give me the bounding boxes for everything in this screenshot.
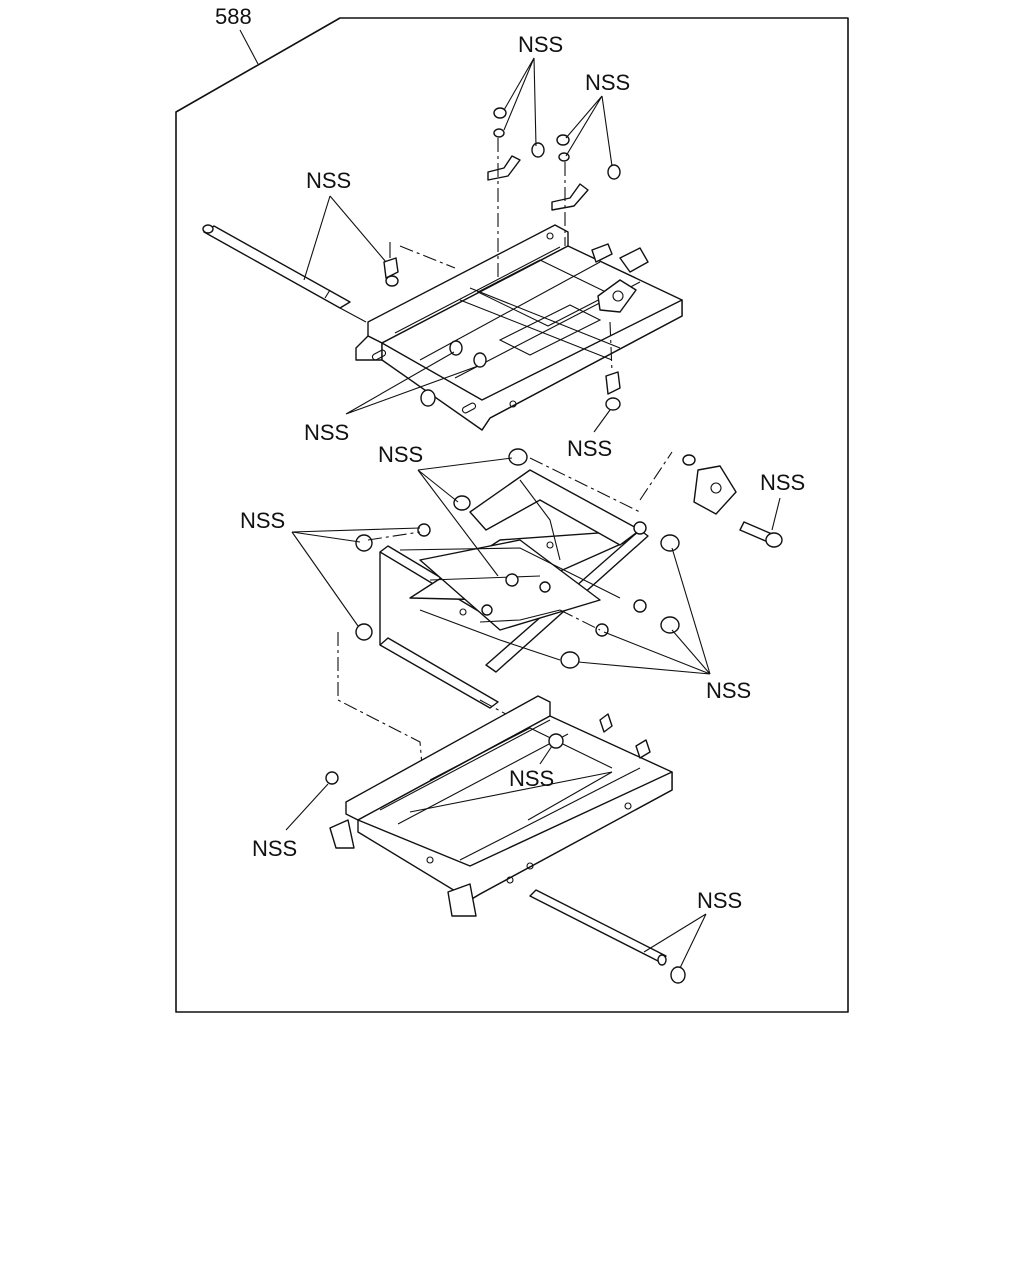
svg-text:NSS: NSS <box>697 888 742 913</box>
callout-nss-3: NSS <box>303 168 387 281</box>
callout-nss-9: NSS <box>577 547 751 703</box>
reference-number: 588 <box>215 4 252 29</box>
bushings-middle <box>355 448 680 669</box>
callout-nss-5: NSS <box>567 409 612 461</box>
shoulder-bolt <box>739 521 783 548</box>
svg-text:NSS: NSS <box>306 168 351 193</box>
bolt-upper-left <box>383 242 399 287</box>
callout-nss-7: NSS <box>760 470 805 531</box>
lower-seat-rail-frame <box>329 695 673 917</box>
svg-text:NSS: NSS <box>585 70 630 95</box>
reference-leader <box>239 29 259 65</box>
scissor-lift-frame <box>379 469 649 709</box>
svg-text:NSS: NSS <box>518 32 563 57</box>
callout-nss-6: NSS <box>378 442 513 577</box>
callout-nss-4: NSS <box>304 351 479 445</box>
ring-clip-lower <box>325 771 339 785</box>
svg-text:NSS: NSS <box>240 508 285 533</box>
bolt-upper-right <box>605 371 621 411</box>
callout-nss-10: NSS <box>509 745 554 791</box>
svg-text:NSS: NSS <box>706 678 751 703</box>
lower-bushing <box>548 733 564 749</box>
bracket-left <box>487 107 545 181</box>
svg-text:NSS: NSS <box>567 436 612 461</box>
bracket-right <box>551 134 621 211</box>
diagram-frame <box>175 17 849 1013</box>
callout-nss-11: NSS <box>252 783 329 861</box>
svg-text:NSS: NSS <box>252 836 297 861</box>
svg-text:NSS: NSS <box>378 442 423 467</box>
callout-nss-1: NSS <box>503 32 563 147</box>
adjuster-rod-upper <box>202 224 367 323</box>
callout-nss-2: NSS <box>565 70 630 167</box>
ring-clip-upper <box>449 340 487 368</box>
svg-text:NSS: NSS <box>760 470 805 495</box>
svg-text:NSS: NSS <box>304 420 349 445</box>
upper-seat-rail-frame <box>355 224 683 431</box>
lever-bracket <box>682 454 737 515</box>
svg-text:NSS: NSS <box>509 766 554 791</box>
callout-nss-8: NSS <box>240 508 421 627</box>
callout-nss-12: NSS <box>643 888 742 969</box>
adjuster-rod-lower <box>529 889 686 984</box>
